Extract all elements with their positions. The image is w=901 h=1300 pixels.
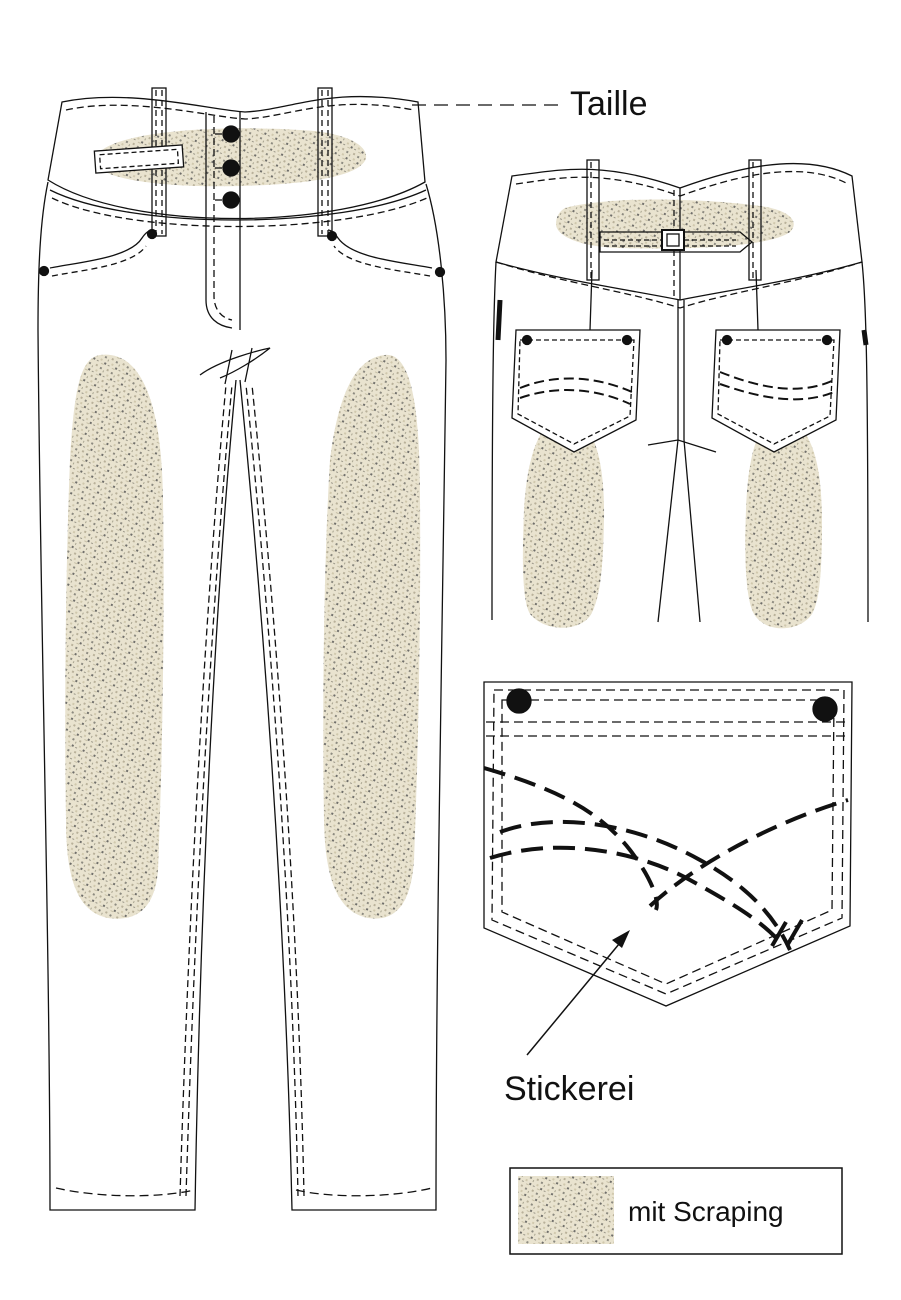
front-right-leg-scraping xyxy=(323,354,421,919)
front-button-3 xyxy=(222,191,240,209)
front-view xyxy=(37,87,447,1211)
stitching-arc-1 xyxy=(483,766,659,911)
pocket-rivet-left xyxy=(506,688,532,714)
front-waistband-scraping xyxy=(97,128,367,187)
embroidery-label: Stickerei xyxy=(504,1070,634,1108)
back-center-seam xyxy=(677,300,685,440)
front-fly xyxy=(205,112,233,329)
back-left-leg-scraping xyxy=(522,417,605,628)
back-pocket-left xyxy=(511,329,641,453)
waist-label: Taille xyxy=(570,85,647,123)
front-waistband-outline xyxy=(47,95,426,220)
front-waistband-topstitch xyxy=(65,103,415,120)
back-waistband-scraping xyxy=(556,199,794,249)
embroidery-leader-line xyxy=(526,937,625,1056)
back-cinch-belt xyxy=(599,231,754,253)
front-waistband-seam xyxy=(49,189,427,221)
front-left-leg-scraping xyxy=(65,354,164,919)
front-right-leg xyxy=(239,183,447,1211)
pocket-detail-outline xyxy=(483,681,853,1007)
legend: mit Scraping xyxy=(509,1167,843,1255)
stitching-arc-3 xyxy=(489,845,780,942)
legend-label: mit Scraping xyxy=(628,1196,784,1227)
back-right-leg-scraping xyxy=(745,418,822,629)
back-view xyxy=(491,159,869,629)
front-waistband-seam-stitch xyxy=(51,197,428,228)
back-body-outline xyxy=(491,261,869,623)
embroidery-arrowhead xyxy=(612,930,630,948)
front-button-2 xyxy=(222,159,240,177)
back-belt-loop-left xyxy=(586,159,600,281)
front-button-1 xyxy=(222,125,240,143)
front-left-leg xyxy=(37,181,237,1211)
front-crotch-bartack xyxy=(199,347,271,385)
stitching-arc-2 xyxy=(499,819,792,951)
stitching-arc-4 xyxy=(648,798,849,908)
front-waist-tab xyxy=(93,144,185,174)
back-pocket-right xyxy=(711,329,841,453)
pocket-rivet-right xyxy=(812,696,838,722)
pocket-detail xyxy=(483,681,853,1007)
front-hem-right xyxy=(295,1187,433,1197)
front-belt-loop-right xyxy=(317,87,333,237)
legend-swatch xyxy=(518,1176,614,1244)
front-hem-left xyxy=(55,1187,195,1197)
back-belt-loop-right xyxy=(748,159,762,281)
front-pocket-left xyxy=(49,229,153,269)
front-pocket-right xyxy=(327,229,433,269)
